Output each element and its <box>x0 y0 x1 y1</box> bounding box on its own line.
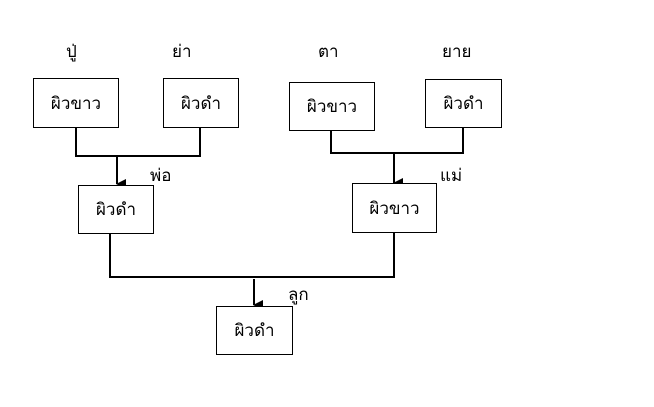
box-paternal-grandmother: ผิวดำ <box>163 78 239 128</box>
label-father: พ่อ <box>150 166 172 186</box>
box-maternal-grandfather: ผิวขาว <box>289 82 375 131</box>
box-father: ผิวดำ <box>78 185 154 234</box>
label-maternal-grandmother: ยาย <box>442 42 472 62</box>
maternal-connector <box>330 127 464 154</box>
box-child: ผิวดำ <box>216 306 293 355</box>
box-maternal-grandmother: ผิวดำ <box>425 79 502 128</box>
label-paternal-grandfather: ปู่ <box>66 42 77 62</box>
box-paternal-grandfather: ผิวขาว <box>33 78 119 128</box>
parents-connector <box>109 233 395 278</box>
label-child: ลูก <box>288 285 309 305</box>
label-paternal-grandmother: ย่า <box>172 42 192 62</box>
box-mother: ผิวขาว <box>352 183 437 233</box>
label-mother: แม่ <box>440 166 463 186</box>
paternal-connector <box>75 127 201 157</box>
label-maternal-grandfather: ตา <box>318 42 339 62</box>
